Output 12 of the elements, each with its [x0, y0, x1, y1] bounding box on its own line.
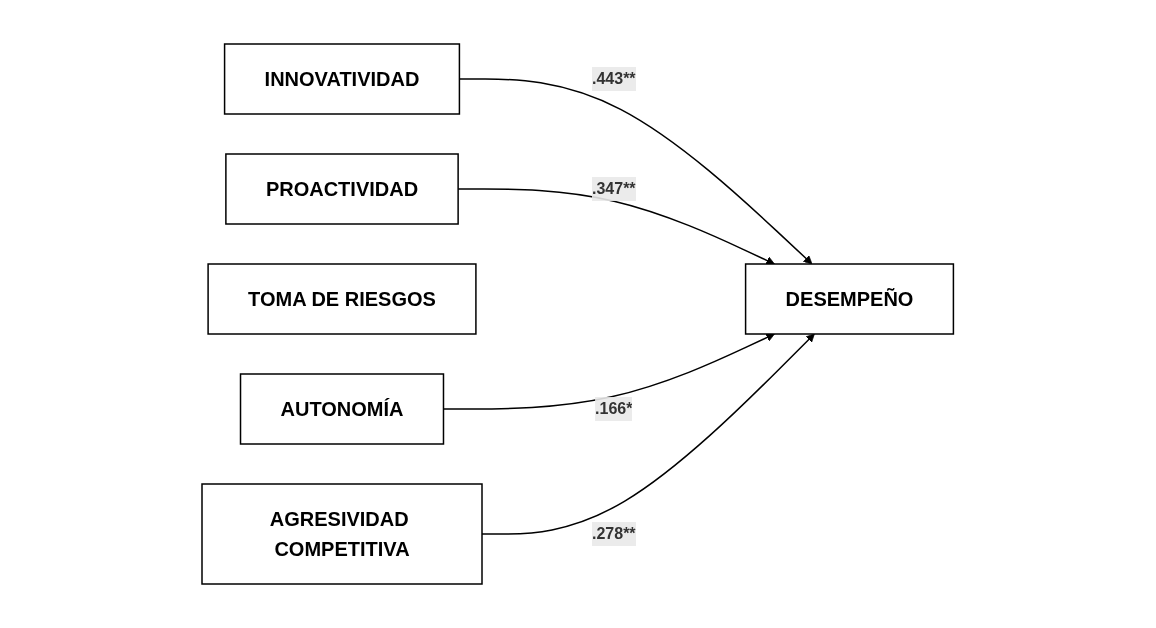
edge-label: .278** — [592, 525, 636, 542]
node-box: DESEMPEÑO — [745, 263, 955, 335]
edge-label: .443** — [592, 70, 636, 87]
node-box: TOMA DE RIESGOS — [207, 263, 477, 335]
node-box: AGRESIVIDAD COMPETITIVA — [201, 483, 484, 585]
arrow — [458, 78, 813, 265]
edge-label: .347** — [592, 180, 636, 197]
edge-label: .166* — [595, 400, 633, 417]
node-box: INNOVATIVIDAD — [224, 43, 461, 115]
node-box: AUTONOMÍA — [240, 373, 445, 445]
arrow — [443, 333, 776, 410]
node-box: PROACTIVIDAD — [225, 153, 460, 225]
